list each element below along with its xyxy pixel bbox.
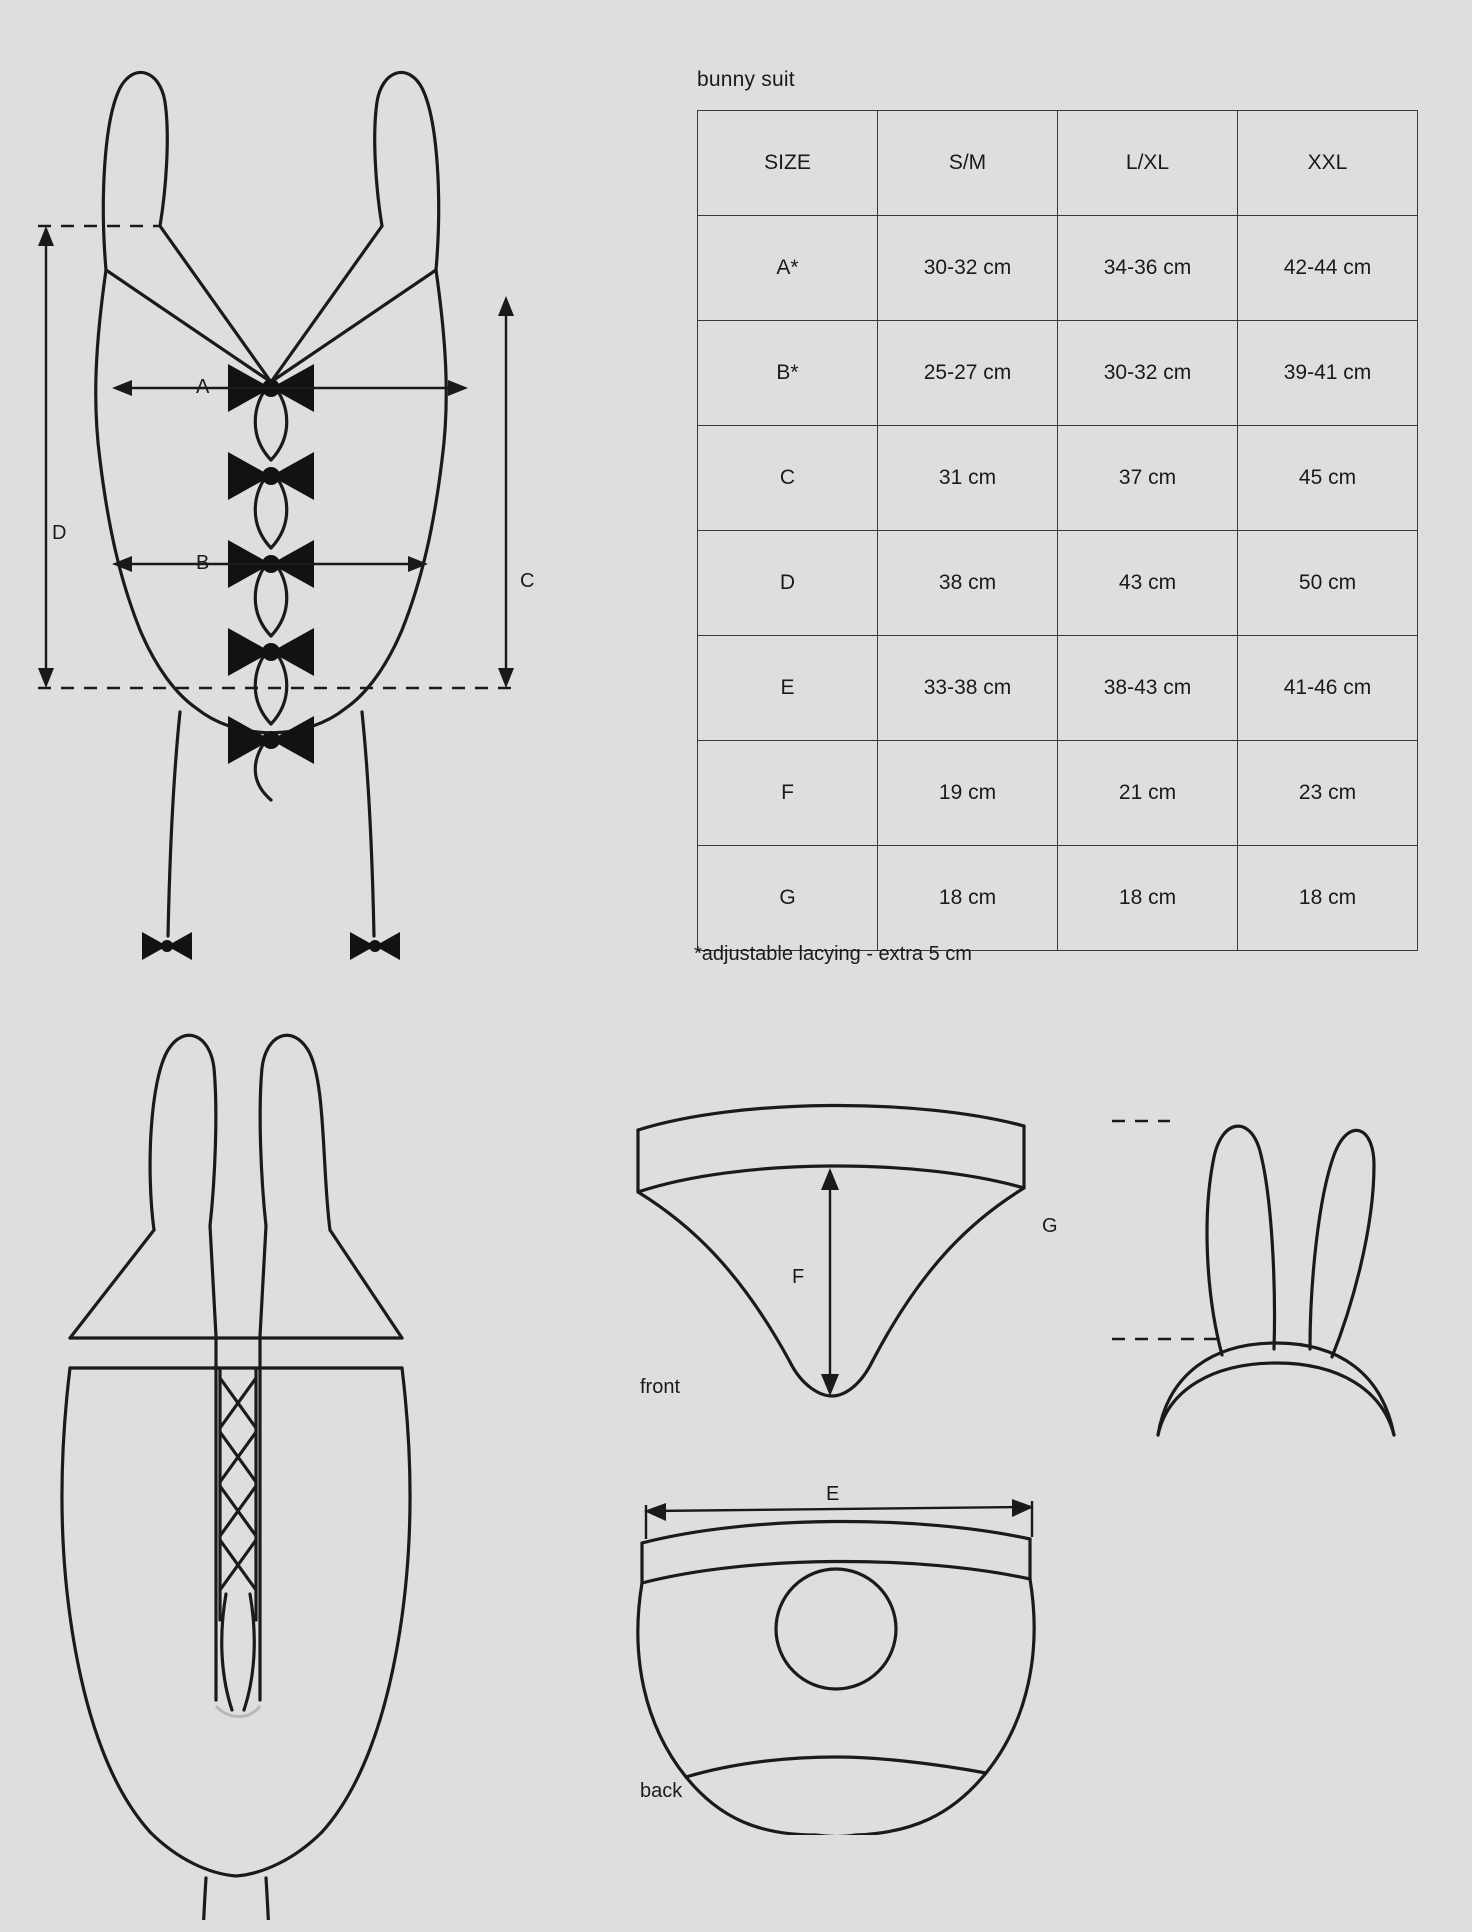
table-row: A* 30-32 cm 34-36 cm 42-44 cm [697,215,1418,321]
table-cell: 30-32 cm [1057,320,1238,426]
bunny-ears-svg [1110,1119,1396,1437]
panty-front-svg [636,1103,1026,1398]
panty-front-caption: front [640,1376,681,1398]
dimension-label-b: B [196,552,210,574]
table-cell: 23 cm [1237,740,1418,846]
table-cell: 42-44 cm [1237,215,1418,321]
table-cell: 30-32 cm [877,215,1058,321]
table-header-cell: S/M [877,110,1058,216]
table-row: F 19 cm 21 cm 23 cm [697,740,1418,846]
bow-icon [228,716,314,764]
panty-back-svg [636,1499,1036,1835]
bow-icon [228,452,314,500]
table-cell: 43 cm [1057,530,1238,636]
front-bodysuit-diagram: A B C D [0,40,560,980]
table-cell: 21 cm [1057,740,1238,846]
table-cell: 18 cm [1057,845,1238,951]
table-cell: A* [697,215,878,321]
dimension-label-a: A [196,376,210,398]
table-footnote: *adjustable lacying - extra 5 cm [694,943,972,965]
table-cell: 19 cm [877,740,1058,846]
table-header-cell: L/XL [1057,110,1238,216]
panty-back-caption: back [640,1780,683,1802]
table-row: D 38 cm 43 cm 50 cm [697,530,1418,636]
table-cell: 31 cm [877,425,1058,531]
dimension-label-d: D [52,522,67,544]
bunny-ears-diagram: G [1042,1105,1450,1455]
table-cell: 38-43 cm [1057,635,1238,741]
table-cell: F [697,740,878,846]
bow-icon [142,932,192,960]
table-cell: 38 cm [877,530,1058,636]
table-cell: 33-38 cm [877,635,1058,741]
table-row: B* 25-27 cm 30-32 cm 39-41 cm [697,320,1418,426]
table-cell: 45 cm [1237,425,1418,531]
panty-back-diagram: E [620,1483,1070,1835]
table-cell: 18 cm [1237,845,1418,951]
table-row: C 31 cm 37 cm 45 cm [697,425,1418,531]
back-bodysuit-diagram [50,1020,570,1920]
table-cell: 50 cm [1237,530,1418,636]
table-cell: 25-27 cm [877,320,1058,426]
bow-icon [350,932,400,960]
table-row: E 33-38 cm 38-43 cm 41-46 cm [697,635,1418,741]
table-header-row: SIZE S/M L/XL XXL [697,110,1418,216]
dimension-label-f: F [792,1266,805,1288]
back-bodysuit-svg [60,1033,412,1920]
table-header-cell: XXL [1237,110,1418,216]
dimension-label-g: G [1042,1215,1058,1237]
table-cell: 18 cm [877,845,1058,951]
panty-front-diagram: F [620,1100,1070,1420]
table-cell: 34-36 cm [1057,215,1238,321]
size-table: SIZE S/M L/XL XXL A* 30-32 cm 34-36 cm 4… [697,110,1418,951]
table-cell: G [697,845,878,951]
dimension-label-e: E [826,1483,840,1505]
table-cell: 37 cm [1057,425,1238,531]
table-row: G 18 cm 18 cm 18 cm [697,845,1418,951]
table-header-cell: SIZE [697,110,878,216]
front-bodysuit-svg [38,70,514,960]
table-cell: 41-46 cm [1237,635,1418,741]
dimension-label-c: C [520,570,535,592]
table-cell: E [697,635,878,741]
table-cell: 39-41 cm [1237,320,1418,426]
page-title: bunny suit [697,68,795,91]
bow-icon [228,628,314,676]
table-cell: C [697,425,878,531]
table-cell: D [697,530,878,636]
table-cell: B* [697,320,878,426]
